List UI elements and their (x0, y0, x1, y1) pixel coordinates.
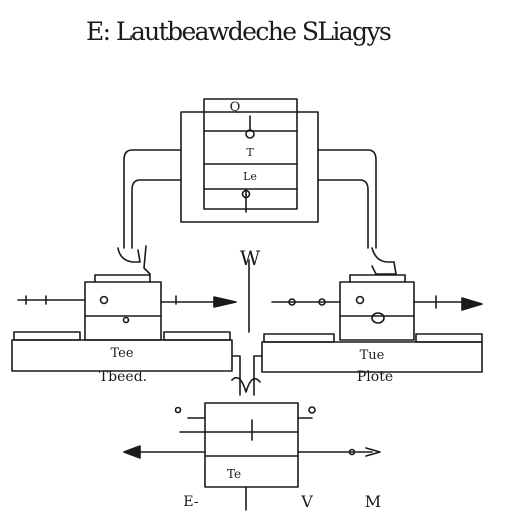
left-housing (84, 281, 162, 341)
top-block (180, 98, 319, 223)
right-platform (261, 341, 483, 373)
pipe-center-left (231, 355, 241, 396)
top-block-row-label: Q (229, 100, 241, 115)
arrow-bottom-left-head (123, 445, 141, 459)
center-connection (231, 259, 263, 396)
right-bottom-label: Plote (356, 369, 394, 385)
top-block-stack (203, 98, 298, 210)
bottom-housing (204, 402, 299, 488)
arrow-left-head (213, 296, 237, 308)
pipe-top-right (317, 149, 377, 249)
top-block-outer-frame (180, 111, 319, 223)
left-platform-label: Tee (110, 346, 134, 361)
diagram-title: E: Lautbeawdeche SLiagys (86, 17, 392, 46)
bottom-footer-label: E- (183, 494, 199, 510)
pipe-top-left (131, 179, 182, 249)
bottom-block-inner-label: Te (226, 467, 242, 481)
arrow-right-head (461, 297, 483, 311)
pipe-top-left (123, 149, 182, 249)
right-housing (339, 281, 415, 341)
left-bottom-label: Tbeed. (98, 369, 148, 385)
top-block-row-label: Le (243, 170, 257, 183)
bottom-block (123, 402, 381, 511)
valve-top-left (117, 245, 151, 275)
valve-top-right (371, 247, 397, 275)
bottom-footer-label: V (301, 492, 313, 511)
pipe-center-right (253, 355, 263, 396)
top-pipes (117, 149, 397, 275)
top-block-row-label: T (246, 146, 254, 159)
right-block (261, 274, 483, 373)
right-platform-label: Tue (359, 348, 385, 363)
pipe-top-right (317, 179, 369, 249)
center-mark: W (239, 246, 261, 270)
left-block (11, 274, 237, 372)
bottom-footer-label: M (364, 492, 382, 511)
